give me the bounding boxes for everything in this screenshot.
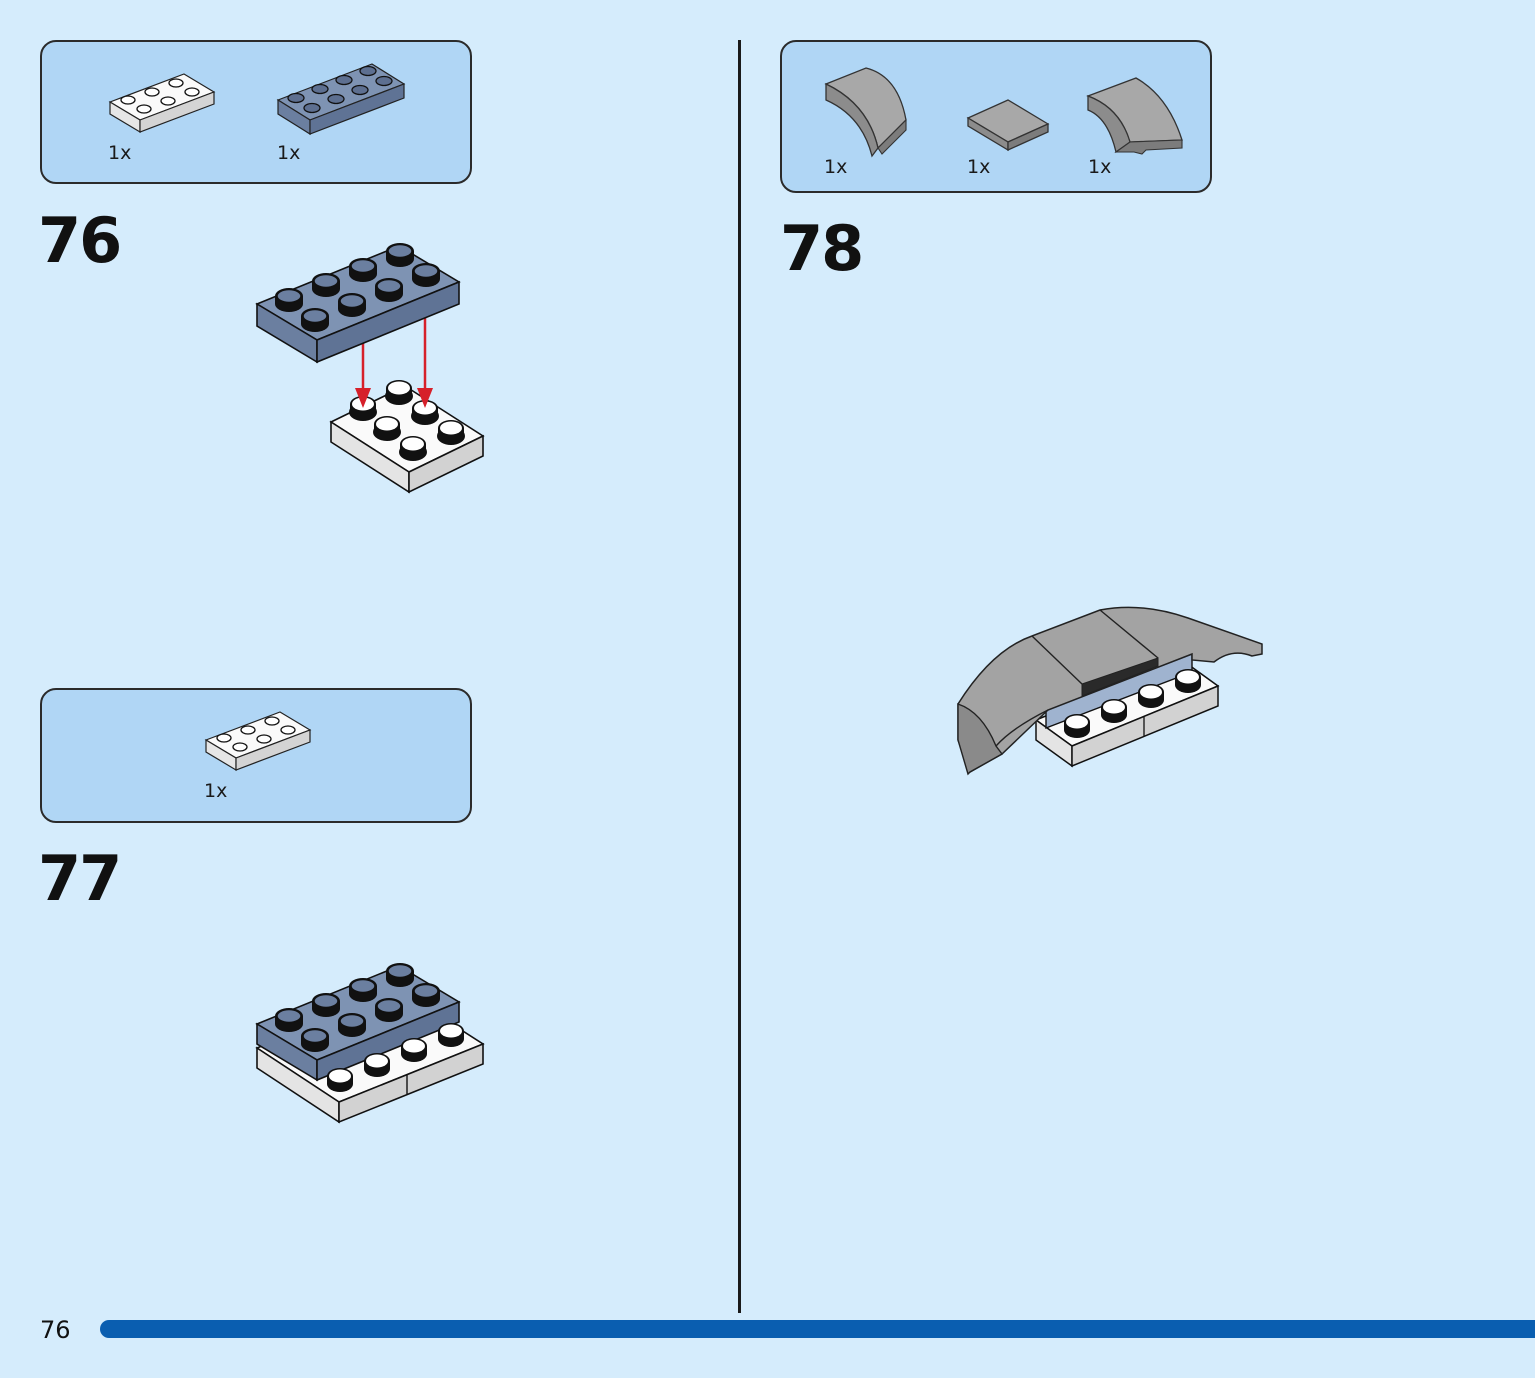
parts-box-step-77: 1x xyxy=(40,688,472,823)
step-76-model xyxy=(255,243,485,494)
plate-2x4-sand-blue-icon xyxy=(276,63,406,136)
part-qty: 1x xyxy=(108,142,132,164)
curved-slope-grey-icon xyxy=(824,67,907,158)
placement-arrow xyxy=(355,318,433,408)
step-77-model xyxy=(255,963,485,1124)
part-qty: 1x xyxy=(204,780,228,802)
part-qty: 1x xyxy=(1088,156,1112,178)
page-divider xyxy=(738,40,741,1313)
part-qty: 1x xyxy=(277,142,301,164)
tile-2x2-grey-icon xyxy=(966,99,1050,152)
parts-box-step-78: 1x 1x 1x xyxy=(780,40,1212,193)
plate-2x3-white-icon xyxy=(204,711,312,772)
step-78-model xyxy=(957,606,1263,776)
white-plate xyxy=(329,380,485,494)
part-qty: 1x xyxy=(824,156,848,178)
sand-blue-plate xyxy=(255,243,461,364)
plate-2x3-white-icon xyxy=(108,73,216,134)
step-number-78: 78 xyxy=(780,212,864,285)
step-number-77: 77 xyxy=(38,842,122,915)
page-number: 76 xyxy=(40,1316,71,1344)
curved-slope-grey-icon xyxy=(1086,77,1183,155)
progress-bar xyxy=(100,1320,1535,1338)
part-qty: 1x xyxy=(967,156,991,178)
step-number-76: 76 xyxy=(38,204,122,277)
parts-box-step-76: 1x 1x xyxy=(40,40,472,184)
